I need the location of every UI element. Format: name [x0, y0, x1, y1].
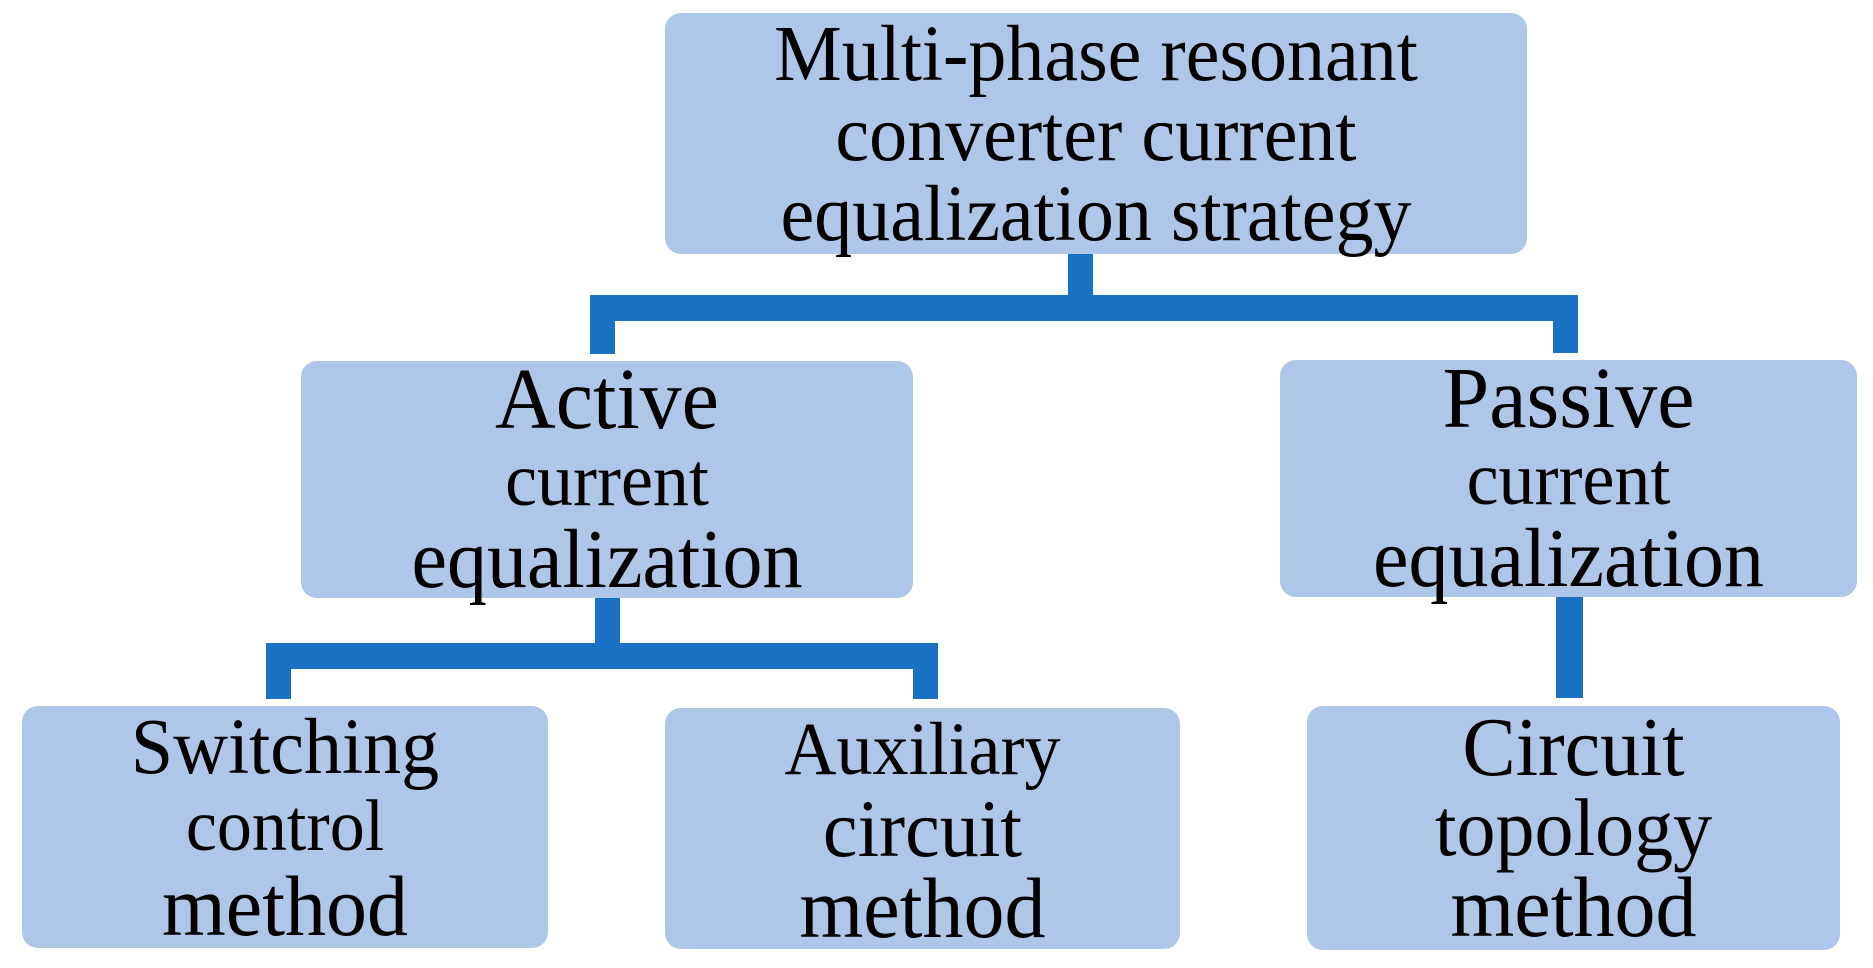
- node-switching-control-method: Switching control method: [22, 703, 548, 954]
- node-passive-line: Passive: [1442, 349, 1695, 447]
- node-switching-line: method: [162, 859, 408, 954]
- node-switching-line: control: [185, 786, 385, 867]
- node-switching-line: Switching: [130, 703, 440, 791]
- connector-level2-right-leg: [913, 667, 938, 699]
- connector-active-stem: [595, 598, 620, 645]
- connector-level2-bar: [266, 643, 938, 669]
- node-root: Multi-phase resonant converter current e…: [665, 9, 1527, 258]
- node-passive-line: current: [1466, 436, 1671, 521]
- node-circuit-topology-method: Circuit topology method: [1307, 706, 1840, 950]
- node-topology-line: method: [1450, 860, 1697, 955]
- node-auxiliary-circuit-method: Auxiliary circuit method: [665, 706, 1180, 956]
- node-active-current-equalization: Active current equalization: [301, 350, 913, 606]
- node-auxiliary-line: Auxiliary: [784, 706, 1061, 791]
- node-passive-line: equalization: [1373, 512, 1764, 605]
- connector-level1-bar: [590, 295, 1578, 321]
- node-root-line: Multi-phase resonant: [774, 9, 1418, 98]
- connector-level2-left-leg: [266, 667, 291, 699]
- node-active-line: current: [505, 437, 709, 522]
- connector-level1-right-leg: [1553, 319, 1578, 353]
- node-passive-current-equalization: Passive current equalization: [1280, 349, 1857, 605]
- node-topology-line: Circuit: [1462, 702, 1685, 794]
- connector-root-stem: [1068, 253, 1093, 297]
- node-active-line: Active: [495, 350, 719, 448]
- node-root-line: equalization strategy: [780, 169, 1412, 258]
- connector-level1-left-leg: [590, 319, 615, 354]
- node-topology-line: topology: [1434, 782, 1713, 873]
- node-active-line: equalization: [411, 513, 803, 606]
- connector-passive-stem: [1556, 597, 1583, 698]
- node-root-line: converter current: [835, 89, 1357, 178]
- node-auxiliary-line: circuit: [822, 782, 1023, 874]
- node-auxiliary-line: method: [799, 860, 1046, 956]
